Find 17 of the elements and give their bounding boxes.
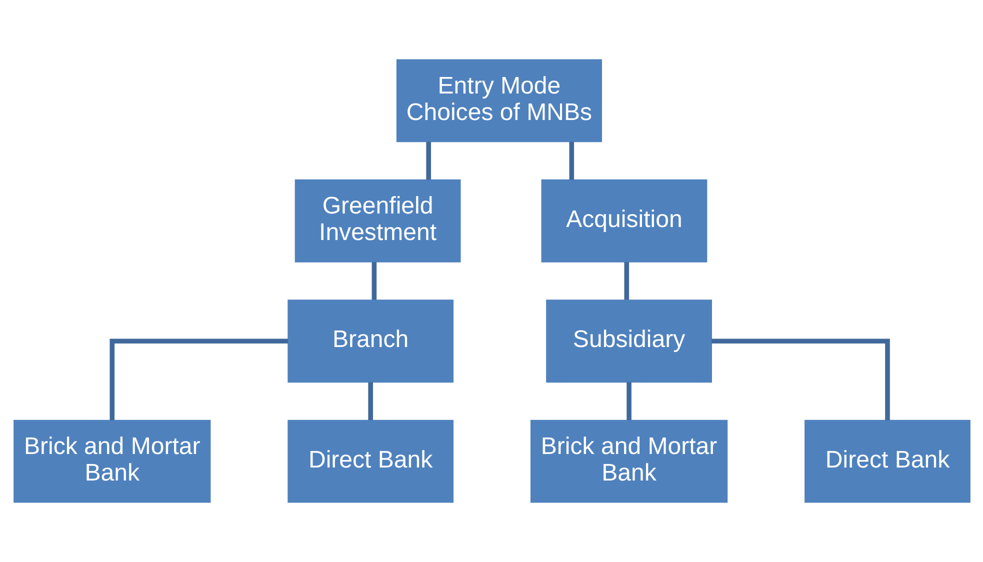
connector <box>109 338 288 420</box>
node-box: Brick and Mortar Bank <box>13 420 210 503</box>
node-box: Branch <box>287 300 454 383</box>
connector <box>371 262 376 300</box>
connector <box>368 382 372 420</box>
node-box: Subsidiary <box>546 300 712 383</box>
connector <box>624 262 629 300</box>
connector <box>626 382 631 420</box>
connector <box>711 338 890 420</box>
node-box: Direct Bank <box>804 420 970 503</box>
node-box: Acquisition <box>540 179 707 262</box>
node-box: Entry Mode Choices of MNBs <box>396 59 602 142</box>
connector <box>568 142 574 180</box>
node-box: Brick and Mortar Bank <box>530 420 728 503</box>
node-box: Greenfield Investment <box>294 179 460 262</box>
node-box: Direct Bank <box>287 420 454 503</box>
connector <box>426 142 430 180</box>
